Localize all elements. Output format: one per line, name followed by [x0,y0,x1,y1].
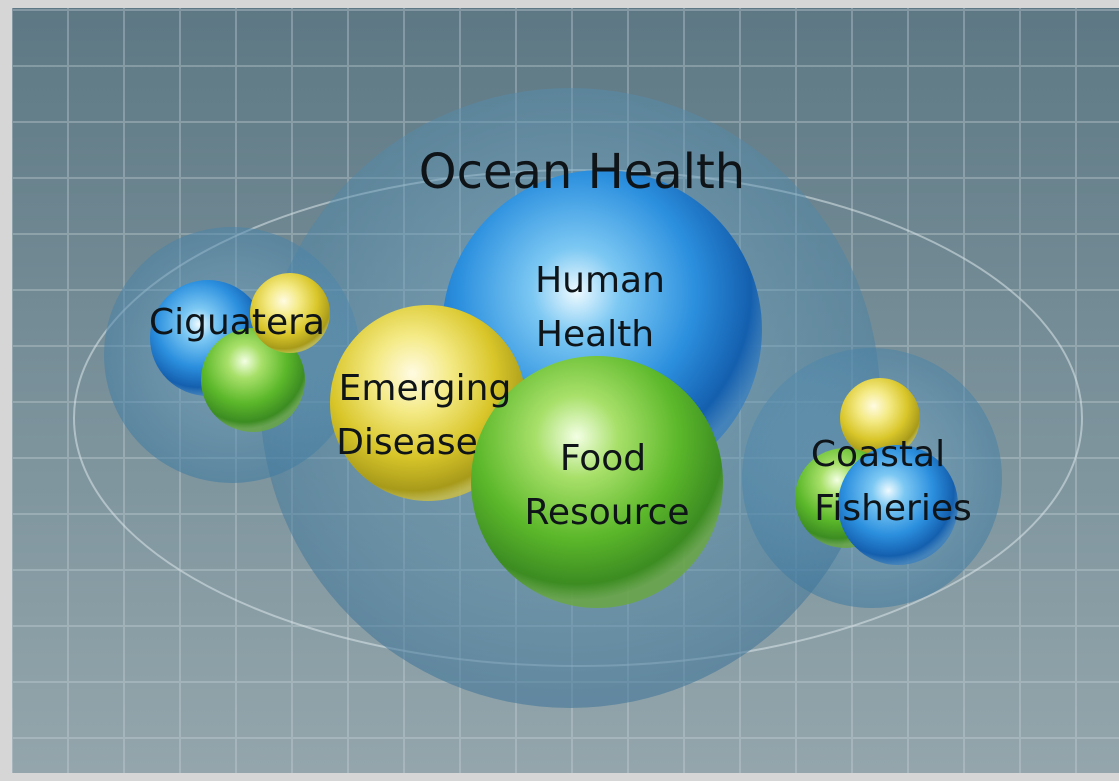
human-health-label-line1: Human [535,260,665,301]
ciguatera-label: Ciguatera [149,302,325,343]
coastal-blue-ball [838,445,958,565]
human-health-label-line2: Health [536,314,654,355]
coastal-fisheries-label-line1: Coastal [811,434,945,475]
coastal-fisheries-label-line2: Fisheries [814,488,972,529]
emerging-disease-label-line1: Emerging [339,368,512,409]
ciguatera-green-ball [201,328,305,432]
food-resource-label-line2: Resource [524,492,689,533]
food-resource-ball [471,356,723,608]
emerging-disease-label-line2: Disease [336,422,478,463]
ocean-health-title: Ocean Health [419,144,745,200]
coastal-yellow-ball [840,378,920,458]
ciguatera-yellow-ball [250,273,330,353]
food-resource-label-line1: Food [560,438,646,479]
